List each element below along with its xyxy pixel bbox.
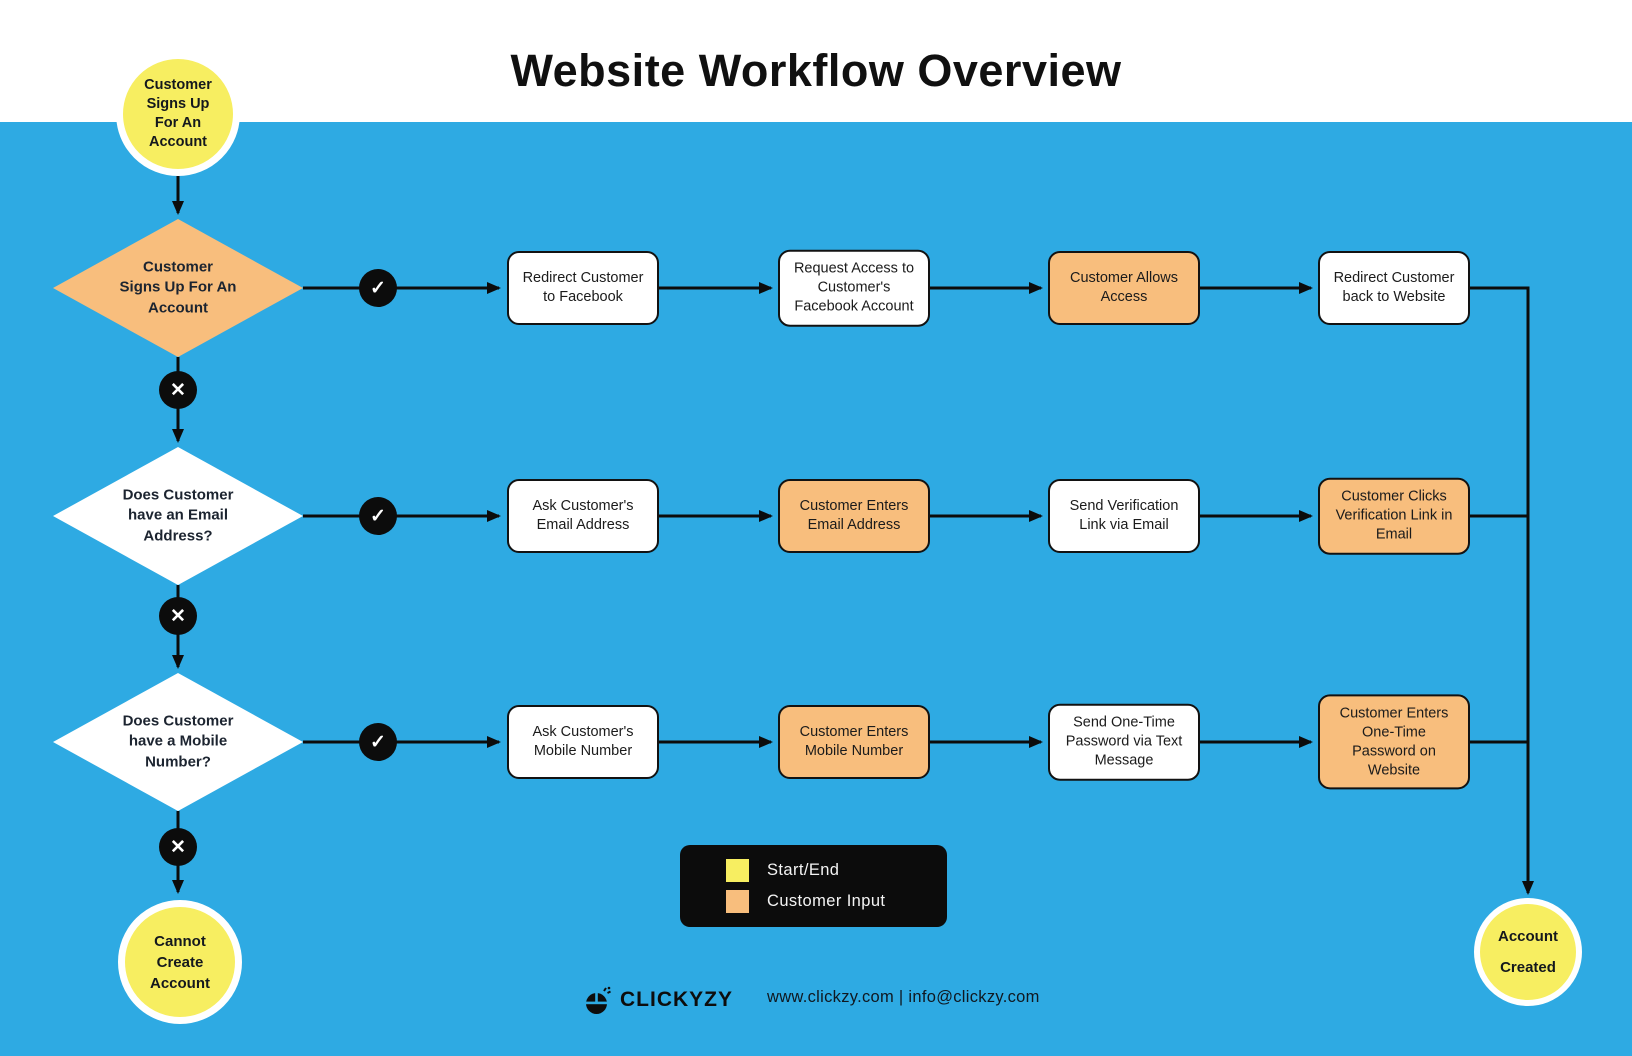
legend-label: Customer Input: [767, 892, 886, 910]
process-box: Redirect Customer to Facebook: [507, 251, 659, 325]
box-label: Ask Customer's Email Address: [532, 498, 634, 533]
process-box: Redirect Customer back to Website: [1318, 251, 1470, 325]
legend-item-start-end: Start/End: [726, 859, 947, 882]
input-box: Customer Enters Mobile Number: [778, 705, 930, 779]
process-box: Request Access to Customer's Facebook Ac…: [778, 249, 930, 327]
end-fail-label: Cannot Create Account: [150, 932, 210, 992]
process-box: Send One-Time Password via Text Message: [1048, 703, 1200, 781]
end-node-fail: Cannot Create Account: [118, 900, 242, 1024]
end-success-label: Account Created: [1498, 927, 1558, 977]
brand-name: CLICKYZY: [620, 988, 733, 1011]
legend-label: Start/End: [767, 861, 840, 879]
page-title: Website Workflow Overview: [510, 45, 1122, 96]
decision-email-label: Does Customer have an Email Address?: [122, 486, 234, 545]
input-box: Customer Allows Access: [1048, 251, 1200, 325]
start-node: Customer Signs Up For An Account: [116, 52, 240, 176]
decision-diamond-signup: [53, 219, 303, 357]
start-end-swatch: [726, 859, 749, 882]
box-label: Customer Clicks Verification Link in Ema…: [1335, 488, 1453, 543]
box-label: Customer Enters Email Address: [799, 498, 909, 533]
box-label: Send Verification Link via Email: [1069, 498, 1179, 533]
box-label: Customer Enters One-Time Password on Web…: [1339, 705, 1449, 778]
x-icon: ✕: [159, 371, 197, 409]
header-band: [0, 0, 1632, 122]
decision-diamond-email: [53, 447, 303, 585]
input-box: Customer Enters One-Time Password on Web…: [1318, 694, 1470, 790]
box-label: Ask Customer's Mobile Number: [532, 724, 634, 759]
decision-signup-label: Customer Signs Up For An Account: [119, 258, 237, 317]
legend: Start/End Customer Input: [680, 845, 947, 927]
customer-input-swatch: [726, 890, 749, 913]
decision-shapes: [53, 219, 303, 811]
input-box: Customer Clicks Verification Link in Ema…: [1318, 477, 1470, 555]
box-label: Customer Enters Mobile Number: [799, 724, 909, 759]
process-box: Ask Customer's Email Address: [507, 479, 659, 553]
mouse-logo-icon: [586, 986, 611, 1014]
end-node-success: Account Created: [1474, 898, 1582, 1006]
brand: CLICKYZY: [584, 982, 733, 1018]
process-box: Ask Customer's Mobile Number: [507, 705, 659, 779]
check-icon: ✓: [359, 269, 397, 307]
start-node-label: Customer Signs Up For An Account: [144, 76, 212, 151]
check-icon: ✓: [359, 723, 397, 761]
box-label: Customer Allows Access: [1070, 270, 1178, 305]
box-label: Send One-Time Password via Text Message: [1065, 714, 1183, 769]
x-icon: ✕: [159, 828, 197, 866]
box-label: Redirect Customer back to Website: [1333, 270, 1455, 305]
x-icon: ✕: [159, 597, 197, 635]
process-box: Send Verification Link via Email: [1048, 479, 1200, 553]
decision-diamond-mobile: [53, 673, 303, 811]
contact-text: www.clickzy.com | info@clickzy.com: [767, 988, 1040, 1006]
check-icon: ✓: [359, 497, 397, 535]
decision-mobile-label: Does Customer have a Mobile Number?: [122, 712, 234, 771]
box-label: Redirect Customer to Facebook: [522, 270, 644, 305]
input-box: Customer Enters Email Address: [778, 479, 930, 553]
box-label: Request Access to Customer's Facebook Ac…: [793, 260, 915, 315]
legend-item-customer-input: Customer Input: [726, 890, 947, 913]
